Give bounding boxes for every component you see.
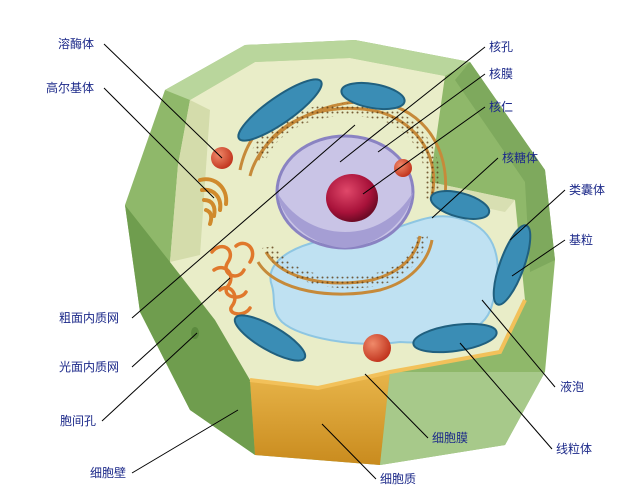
ribosome-dots <box>252 102 442 289</box>
golgi-apparatus <box>198 177 229 226</box>
label-mitochondrion: 线粒体 <box>556 442 593 456</box>
label-ribosome: 核糖体 <box>502 151 539 165</box>
label-vacuole: 液泡 <box>560 380 585 394</box>
label-nuclear-pore: 核孔 <box>489 40 514 54</box>
label-lysosome: 溶酶体 <box>58 37 95 51</box>
label-nuclear-membrane: 核膜 <box>489 67 514 81</box>
label-cell-wall: 细胞壁 <box>90 466 127 480</box>
cell-membrane <box>249 299 527 391</box>
label-thylakoid: 类囊体 <box>569 183 606 197</box>
label-golgi: 高尔基体 <box>46 81 95 95</box>
label-plasmodesma: 胞间孔 <box>60 414 97 428</box>
label-rough-er: 粗面内质网 <box>59 311 120 325</box>
lysosome <box>211 147 412 362</box>
chloroplast <box>233 78 532 362</box>
label-smooth-er: 光面内质网 <box>59 360 120 374</box>
label-nucleolus: 核仁 <box>489 100 514 114</box>
label-granum: 基粒 <box>569 233 594 247</box>
plasmodesma <box>191 327 199 339</box>
smooth-er <box>210 241 255 316</box>
label-cell-membrane: 细胞膜 <box>432 431 469 445</box>
label-cytoplasm: 细胞质 <box>380 472 417 486</box>
nucleus <box>275 134 415 250</box>
leader-lines <box>101 43 566 480</box>
nucleolus <box>326 174 378 222</box>
